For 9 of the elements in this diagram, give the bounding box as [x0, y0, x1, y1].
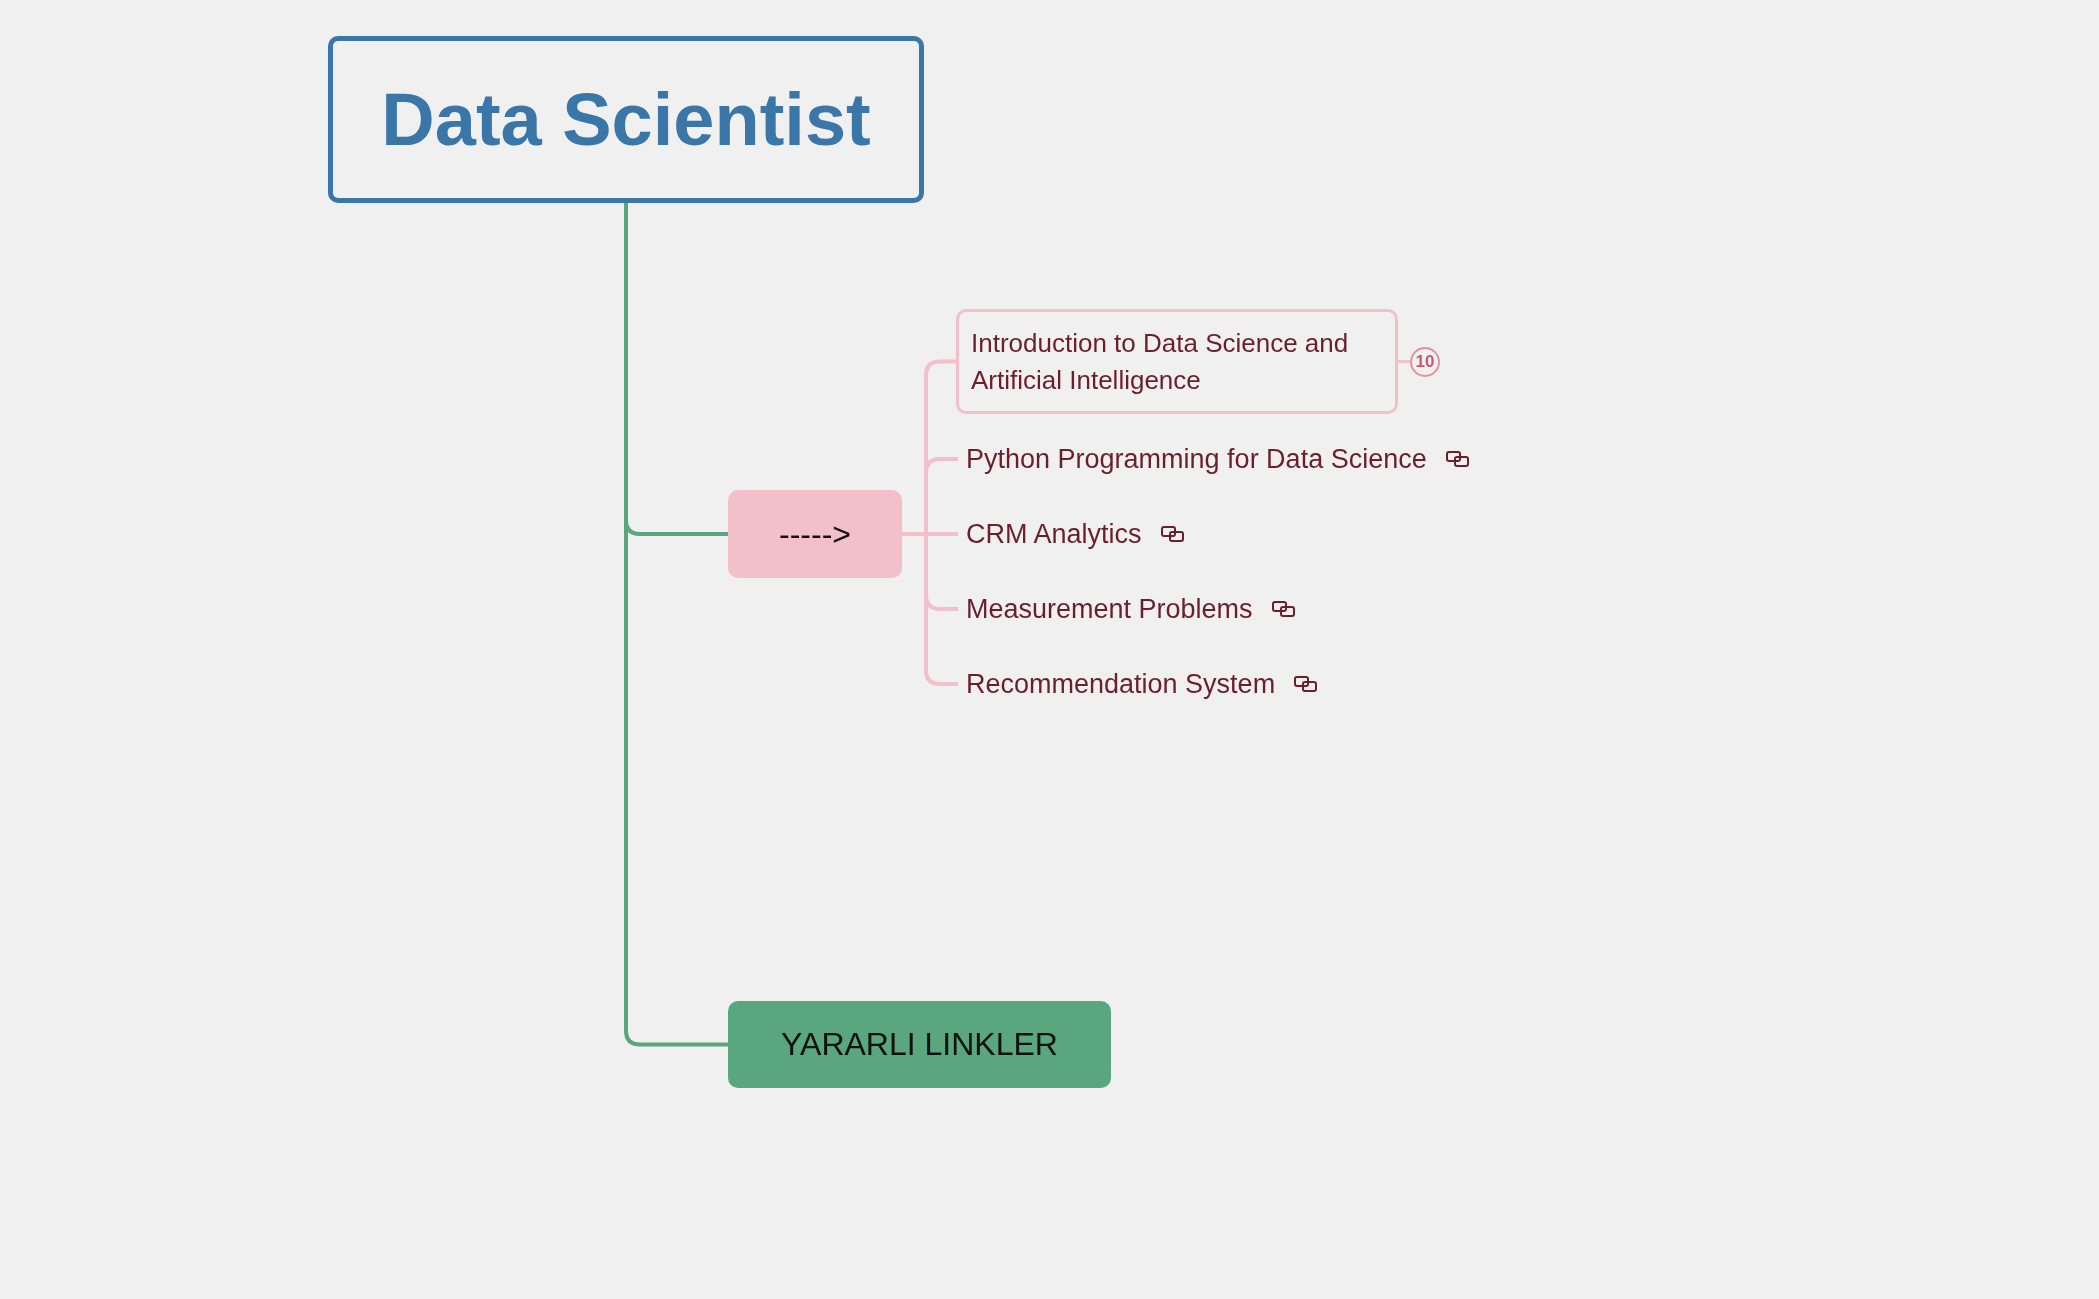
- topic-text: Python Programming for Data Science: [966, 443, 1427, 475]
- topic-box: Introduction to Data Science and Artificial Intelligence: [956, 309, 1398, 414]
- topic-text: Measurement Problems: [966, 593, 1253, 625]
- branch-box: YARARLI LINKLER: [728, 1001, 1111, 1088]
- title-box: Data Scientist: [328, 36, 924, 203]
- count-badge: 10: [1410, 346, 1440, 377]
- topic-text: Recommendation System: [966, 668, 1276, 700]
- branch-box: ----->: [728, 490, 902, 578]
- topic-text: CRM Analytics: [966, 518, 1142, 550]
